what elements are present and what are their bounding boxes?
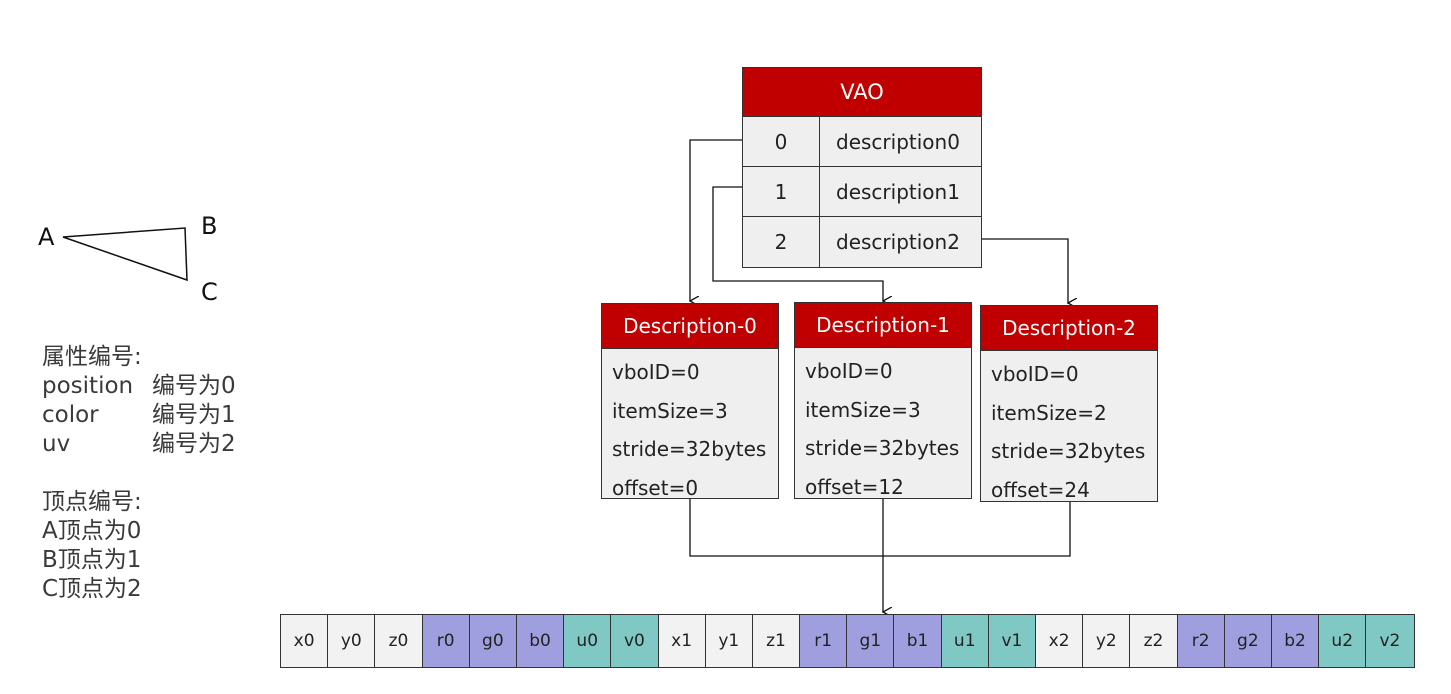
attribute-legend: 属性编号: position 编号为0 color 编号为1 uv 编号为2 (42, 343, 236, 459)
attribute-legend-title: 属性编号: (42, 344, 142, 370)
vao-row-index: 0 (743, 117, 820, 166)
description-title: Description-1 (795, 303, 971, 348)
vao-row-index: 1 (743, 167, 820, 216)
description-field: itemSize=2 (991, 400, 1107, 425)
connector-vao0-desc0 (690, 139, 742, 301)
description-field: vboID=0 (805, 359, 893, 383)
description-field: stride=32bytes (805, 436, 960, 460)
buffer-cell-g1: g1 (847, 615, 895, 667)
buffer-cell-b0: b0 (516, 615, 565, 667)
description-field: offset=0 (612, 475, 699, 500)
buffer-cell-b2: b2 (1271, 615, 1320, 667)
description-field: offset=12 (805, 474, 904, 499)
triangle-outline (62, 227, 188, 282)
buffer-cell-r0: r0 (422, 615, 470, 667)
buffer-cell-b1: b1 (894, 615, 942, 667)
buffer-cell-r1: r1 (800, 615, 848, 667)
description-field: offset=24 (991, 477, 1090, 502)
vertex-legend-title: 顶点编号: (42, 489, 142, 515)
vertex-label-a: A (38, 223, 55, 251)
description-field: vboID=0 (612, 360, 700, 384)
buffer-cell-y0: y0 (328, 615, 376, 667)
vao-row: 1 description1 (743, 167, 981, 217)
buffer-cell-u0: u0 (564, 615, 612, 667)
description-title: Description-2 (981, 306, 1157, 351)
buffer-cell-u1: u1 (941, 615, 989, 667)
attribute-value: 编号为1 (152, 402, 236, 428)
attribute-name: uv (42, 431, 71, 457)
buffer-cell-z0: z0 (375, 615, 423, 667)
attribute-row-color: color 编号为1 (42, 401, 236, 430)
buffer-cell-v1: v1 (988, 615, 1036, 667)
buffer-cell-z1: z1 (752, 615, 801, 667)
buffer-cell-z2: z2 (1130, 615, 1178, 667)
description-title: Description-0 (602, 304, 778, 349)
description-box-0: Description-0 vboID=0 itemSize=3 stride=… (601, 303, 779, 500)
buffer-cell-y1: y1 (705, 615, 753, 667)
description-field: itemSize=3 (805, 397, 921, 422)
attribute-row-position: position 编号为0 (42, 372, 236, 401)
vao-row: 2 description2 (743, 217, 981, 267)
description-field: stride=32bytes (612, 437, 767, 461)
buffer-cell-g2: g2 (1224, 615, 1272, 667)
buffer-cell-v2: v2 (1366, 615, 1414, 667)
vao-row-description: description0 (836, 129, 960, 154)
buffer-cell-u2: u2 (1319, 615, 1367, 667)
description-field: itemSize=3 (612, 398, 728, 423)
vertex-label-b: B (201, 212, 218, 240)
buffer-cell-x0: x0 (281, 615, 329, 667)
vao-title: VAO (743, 68, 981, 117)
attribute-name: color (42, 402, 99, 428)
vertex-label-c: C (201, 278, 218, 306)
vao-table: VAO 0 description0 1 description1 2 desc… (742, 67, 982, 268)
attribute-value: 编号为0 (152, 373, 236, 399)
description-box-2: Description-2 vboID=0 itemSize=2 stride=… (980, 305, 1158, 502)
vertex-legend-item: C顶点为2 (42, 576, 142, 602)
buffer-cell-g0: g0 (469, 615, 517, 667)
connector-desc0-merge (689, 499, 1071, 557)
buffer-cell-y2: y2 (1083, 615, 1131, 667)
vertex-legend: 顶点编号: A顶点为0 B顶点为1 C顶点为2 (42, 488, 142, 604)
vao-row-description: description1 (836, 179, 960, 204)
attribute-row-uv: uv 编号为2 (42, 430, 236, 459)
description-box-1: Description-1 vboID=0 itemSize=3 stride=… (794, 302, 972, 499)
buffer-cell-r2: r2 (1177, 615, 1225, 667)
buffer-cell-x2: x2 (1036, 615, 1084, 667)
connector-vao1-desc1 (712, 186, 883, 301)
vao-row: 0 description0 (743, 117, 981, 167)
connector-vao2-desc2 (980, 238, 1068, 303)
vertex-legend-item: A顶点为0 (42, 518, 142, 544)
vertex-legend-item: B顶点为1 (42, 547, 142, 573)
description-field: vboID=0 (991, 362, 1079, 386)
triangle-shape (62, 227, 188, 282)
buffer-cell-x1: x1 (658, 615, 706, 667)
vao-row-description: description2 (836, 230, 960, 254)
vao-row-index: 2 (743, 217, 820, 267)
description-field: stride=32bytes (991, 439, 1146, 463)
attribute-name: position (42, 373, 134, 399)
attribute-value: 编号为2 (152, 431, 236, 457)
buffer-cell-v0: v0 (611, 615, 659, 667)
